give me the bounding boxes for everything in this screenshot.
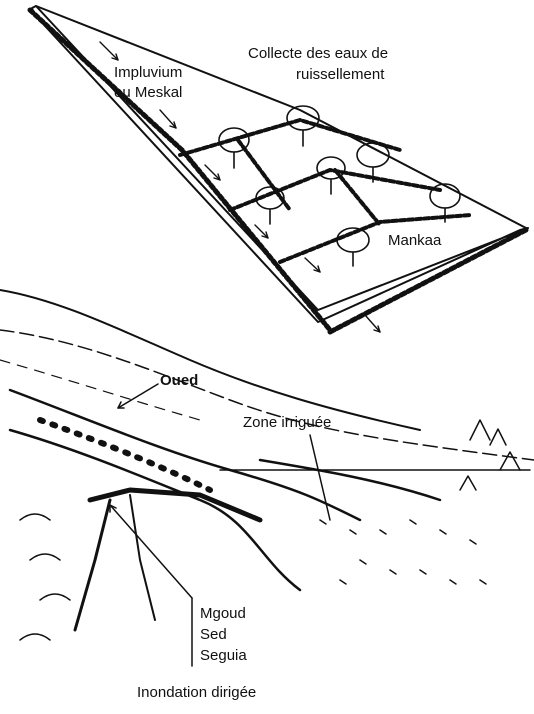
mgoud-pointer-head [109,504,117,513]
mgoud-label: Mgoud [200,605,246,622]
tree-icon [218,105,461,267]
terrace-divider-1 [236,138,292,212]
mgoud-pointer [109,504,193,599]
upper-field-illustration [27,5,529,335]
sed-label: Sed [200,626,227,643]
terrace-bund-3 [278,213,472,264]
lower-landscape-illustration [0,289,534,667]
field-boundary-top [35,5,527,229]
terrace-divider-2 [333,168,382,227]
mankaa-label: Mankaa [388,232,442,249]
diversion-channel-2 [129,494,156,621]
vegetation-clumps [19,419,521,641]
hill-ridge-2 [0,329,534,461]
oued-pointer [117,383,159,409]
zone-irriguee-label: Zone irriguée [243,414,332,431]
field-boundary-right [327,227,529,335]
irrigated-field-marks [319,519,487,585]
zone-pointer [309,434,331,521]
terrace-bund-2 [228,168,442,212]
impluvium-label-line1: Impluvium [114,64,183,81]
collecte-label-line1: Collecte des eaux de [248,45,389,62]
collecte-label-line2: ruissellement [296,66,385,83]
field-boundary-left [27,7,333,333]
inondation-label: Inondation dirigée [137,684,257,701]
oued-label: Oued [160,372,199,389]
diversion-seguia [87,487,263,523]
diversion-channel [73,498,112,632]
hill-ridge-1 [0,289,421,431]
irrigated-zone-bank [258,458,442,502]
impluvium-label-line2: ou Meskal [114,84,183,101]
oued-pointer-head [117,401,125,409]
seguia-label: Seguia [200,647,247,664]
hill-ridge-3 [0,359,201,421]
wadi-channel-fill [37,417,213,493]
runoff-arrows [99,41,381,333]
wadi-bank-lower [8,428,302,592]
wadi-bank-upper [8,388,362,522]
